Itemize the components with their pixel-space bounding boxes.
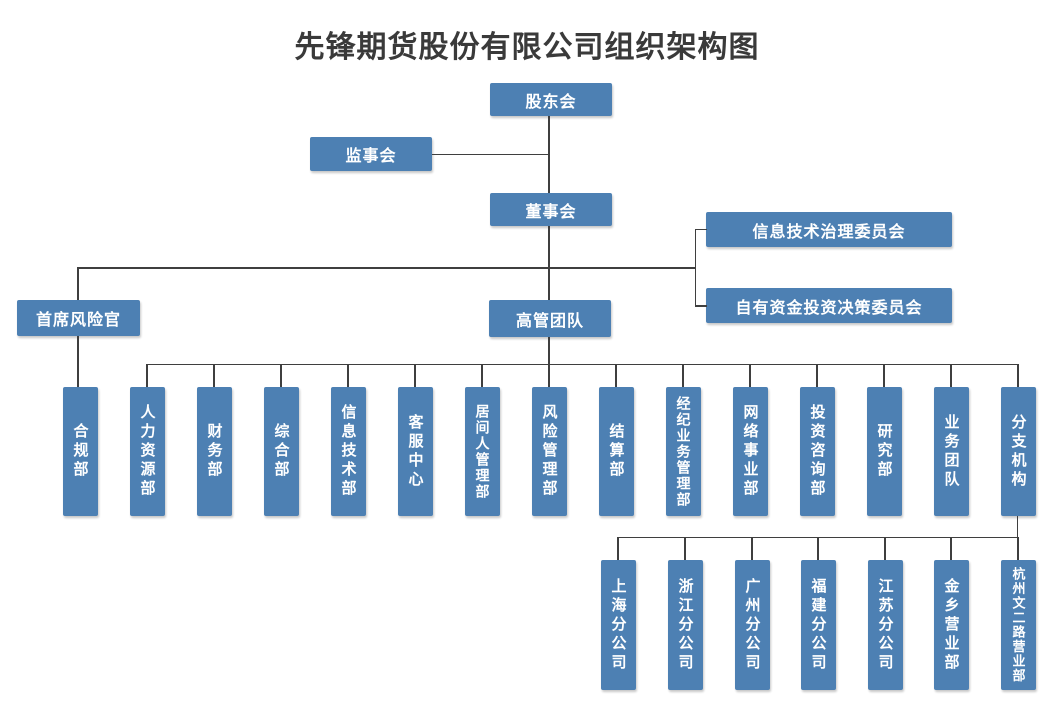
connector-line [950,364,952,387]
department-box-network-business: 网络事业部 [732,387,768,516]
branch-box-hangzhou-wenerlu-sales: 杭州文二路营业部 [1000,560,1036,690]
connector-line [1017,537,1019,560]
connector-line [548,337,550,365]
connector-line [347,364,349,387]
connector-line [78,267,696,269]
connector-line [817,537,819,560]
department-box-customer-service-center: 客服中心 [397,387,433,516]
connector-line [615,364,617,387]
connector-line [751,537,753,560]
connector-line [695,305,707,307]
connector-line [950,537,952,560]
department-box-settlement: 结算部 [598,387,634,516]
connector-line [1017,364,1019,387]
department-box-risk-management: 风险管理部 [531,387,567,516]
connector-line [694,228,696,307]
node-it-governance-committee: 信息技术治理委员会 [706,212,952,247]
department-box-intermediary-management: 居间人管理部 [464,387,500,516]
connector-line [617,537,619,560]
branch-box-shanghai: 上海分公司 [600,560,636,690]
node-shareholders-meeting: 股东会 [490,83,612,116]
connector-line [432,153,549,155]
connector-line [414,364,416,387]
connector-line [695,228,707,230]
connector-line [146,363,1019,365]
connector-line [682,364,684,387]
connector-line [77,267,79,300]
department-box-research: 研究部 [866,387,902,516]
connector-line [749,364,751,387]
connector-line [280,364,282,387]
connector-line [684,537,686,560]
connector-line [481,364,483,387]
node-executive-team: 高管团队 [489,300,611,337]
branch-box-jinxiang-sales: 金乡营业部 [933,560,969,690]
department-box-business-team: 业务团队 [933,387,969,516]
connector-line [548,226,550,300]
node-chief-risk-officer: 首席风险官 [17,300,140,336]
branch-box-guangzhou: 广州分公司 [734,560,770,690]
department-box-human-resources: 人力资源部 [129,387,165,516]
connector-line [213,364,215,387]
page-title: 先锋期货股份有限公司组织架构图 [294,31,760,64]
department-box-finance: 财务部 [196,387,232,516]
node-board-of-directors: 董事会 [490,193,612,226]
connector-line [548,364,550,387]
connector-line [548,116,550,193]
branch-box-zhejiang: 浙江分公司 [667,560,703,690]
branch-box-fujian: 福建分公司 [800,560,836,690]
node-supervisory-board: 监事会 [310,137,432,171]
department-box-branch-organizations: 分支机构 [1000,387,1036,516]
connector-line [146,364,148,387]
connector-line [816,364,818,387]
branch-box-jiangsu: 江苏分公司 [867,560,903,690]
connector-line [884,537,886,560]
department-box-brokerage-management: 经纪业务管理部 [665,387,701,516]
connector-line [1016,516,1019,538]
connector-line [883,364,885,387]
department-box-general-affairs: 综合部 [263,387,299,516]
department-box-investment-consulting: 投资咨询部 [799,387,835,516]
department-box-information-technology: 信息技术部 [330,387,366,516]
node-proprietary-investment-committee: 自有资金投资决策委员会 [706,288,952,323]
connector-line [77,336,79,387]
department-box-compliance: 合规部 [62,387,98,516]
